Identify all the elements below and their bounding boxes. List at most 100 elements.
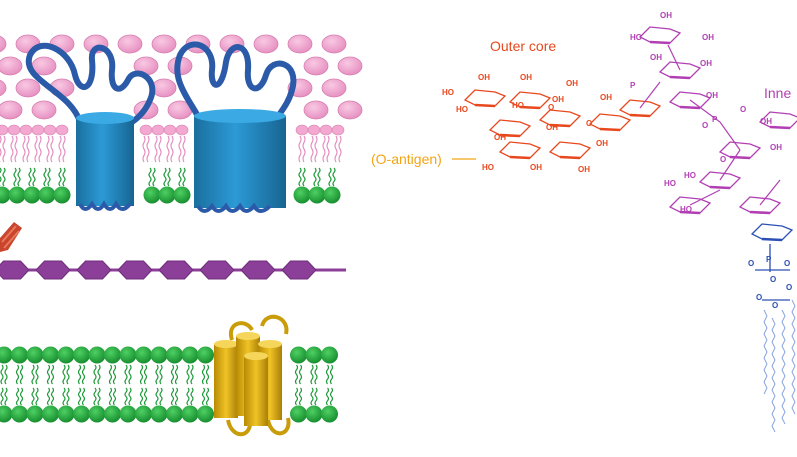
phospholipid-tail [163, 167, 167, 187]
phospholipid-tail [4, 364, 8, 385]
phospholipid-head [42, 405, 59, 423]
lps-acyl-tail [158, 135, 162, 163]
outer-core-sugar-rings [463, 89, 662, 160]
lps-head-group [19, 124, 33, 136]
substituent-p: P [712, 115, 718, 124]
phospholipid-tail [332, 167, 336, 187]
phospholipid-head [181, 405, 199, 423]
lps-head-group [55, 124, 69, 136]
inner-core-ring-bond [749, 210, 771, 215]
glycan-unit [76, 260, 112, 280]
outer-core-ring-bond [474, 103, 496, 108]
phospholipid-head [166, 405, 183, 423]
inner-core-ring-bond [669, 75, 691, 80]
phospholipid-tail [62, 387, 66, 406]
phospholipid-tail [143, 387, 148, 406]
outer-core-ring [548, 141, 592, 159]
substituent-o: O [548, 103, 554, 112]
phospholipid-head [321, 405, 338, 423]
phospholipid-tail [310, 387, 314, 406]
outer-core-label: Outer core [490, 38, 556, 54]
phospholipid-tail [97, 387, 101, 406]
substituent-o: O [702, 121, 708, 130]
phospholipid-head [23, 186, 41, 204]
phospholipid-tail [81, 387, 86, 406]
glycan-unit [158, 260, 194, 280]
glycan-unit [240, 260, 276, 280]
outer-core-ring-bond [599, 127, 621, 132]
outer-core-ring-bond [559, 155, 581, 160]
phospholipid-tail [28, 167, 32, 187]
glycan-unit [281, 260, 317, 280]
glycan-unit [35, 260, 71, 280]
phospholipid-tail [310, 364, 314, 385]
phospholipid-head [53, 186, 71, 204]
phospholipid-head [173, 186, 191, 204]
phospholipid-tail [302, 167, 306, 187]
phospholipid-tail [17, 167, 21, 187]
phospholipid-tail [313, 167, 317, 187]
lps-acyl-tail [338, 135, 342, 163]
phospholipid-tail [139, 364, 144, 385]
lps-acyl-tail [10, 135, 14, 163]
phospholipid-tail [15, 387, 20, 406]
phospholipid-head [119, 405, 137, 423]
phospholipid-tail [294, 364, 299, 385]
lipid-a-acyl-chain [791, 299, 796, 415]
lps-sugar-head [0, 79, 7, 97]
phospholipid-tail [314, 364, 318, 385]
braun-lipoprotein [0, 222, 22, 252]
phospholipid-tail [13, 167, 17, 187]
lps-head-group [307, 124, 321, 136]
substituent-o: O [740, 105, 746, 114]
lps-sugar-head [337, 56, 363, 76]
lps-sugar-head [337, 100, 363, 120]
phospholipid-tail [205, 364, 210, 385]
lps-acyl-tail [14, 135, 18, 163]
phospholipid-tail [201, 364, 206, 385]
phospholipid-tail [148, 167, 152, 187]
inner-core-ring-bond [649, 40, 671, 45]
inner-core-ring-bond [679, 105, 701, 110]
phospholipid-head [293, 186, 311, 204]
lps-sugar-head [303, 56, 329, 76]
lps-acyl-tail [302, 135, 306, 163]
lps-acyl-tail [166, 135, 170, 163]
lps-head-group [175, 124, 189, 136]
inner-core-ring [638, 26, 682, 44]
lps-acyl-tail [34, 135, 38, 163]
phospholipid-head [150, 346, 168, 364]
lps-head-group [163, 124, 177, 136]
glycan-unit [0, 260, 30, 280]
phospholipid-head [135, 346, 152, 364]
substituent-oh: OH [660, 11, 672, 20]
phospholipid-tail [112, 364, 117, 385]
lps-sugar-head [0, 56, 23, 76]
substituent-o: O [720, 155, 726, 164]
lps-acyl-tail [146, 135, 150, 163]
phospholipid-head [88, 346, 106, 364]
lps-acyl-tail [26, 135, 30, 163]
lps-acyl-tail [314, 135, 318, 163]
substituent-o: O [756, 293, 762, 302]
substituent-ho: HO [482, 163, 494, 172]
alpha-helical-membrane-protein [214, 314, 291, 437]
barrel-2-extracellular-loops [174, 41, 297, 123]
lipid-a-structure [750, 223, 796, 433]
lps-sugar-head [321, 78, 347, 98]
lps-sugar-head [117, 34, 143, 54]
phospholipid-head [119, 346, 137, 364]
phospholipid-head [42, 346, 59, 364]
phospholipid-tail [170, 364, 175, 385]
lps-acyl-tail [142, 135, 146, 163]
lipid-a-glucosamine [750, 223, 794, 241]
barrel-1-periplasmic-turns [78, 200, 132, 211]
phospholipid-head [57, 405, 75, 423]
phospholipid-tail [139, 387, 144, 406]
lps-acyl-tail [50, 135, 54, 163]
phospholipid-tail [317, 167, 321, 187]
phospholipid-head [26, 405, 44, 423]
substituent-oh: OH [494, 133, 506, 142]
